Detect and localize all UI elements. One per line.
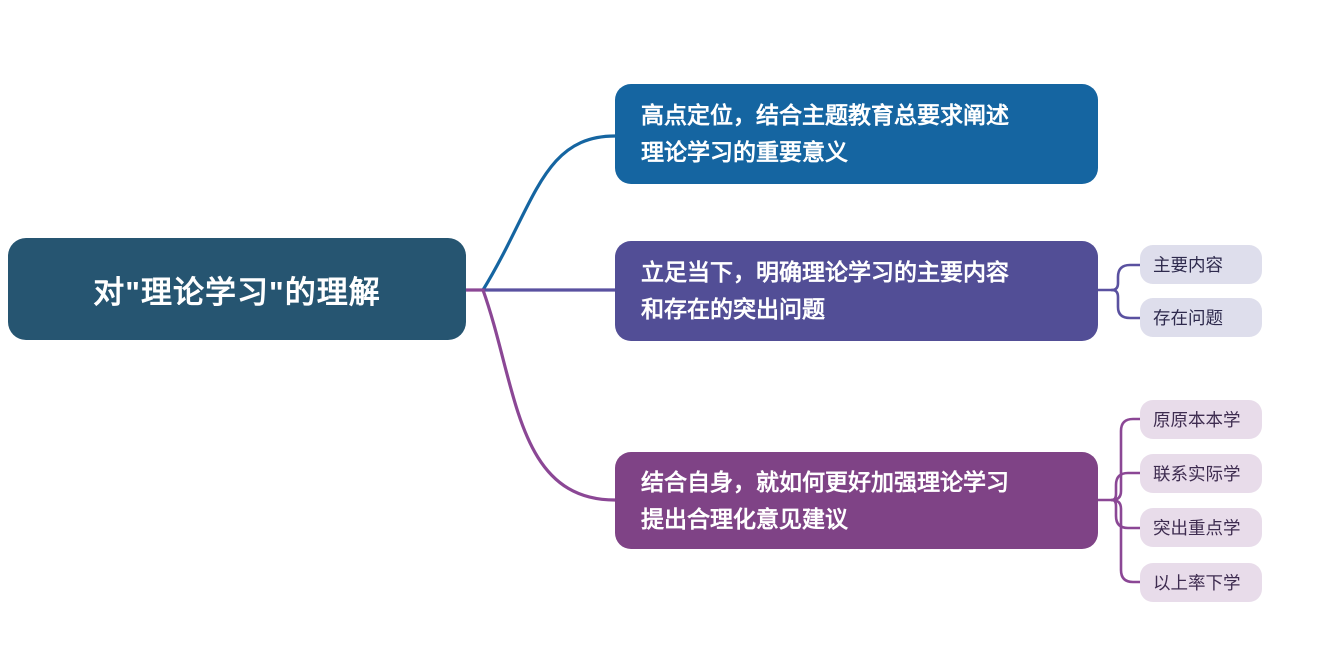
root-node[interactable]: 对"理论学习"的理解 — [8, 238, 466, 340]
leaf-node-link-practice[interactable]: 联系实际学 — [1140, 454, 1262, 493]
branch-node-label-line: 理论学习的重要意义 — [641, 139, 848, 165]
branch-node-label-line: 高点定位，结合主题教育总要求阐述 — [641, 102, 1009, 128]
leaf-node-label: 联系实际学 — [1153, 464, 1241, 484]
leaf-node-main-content[interactable]: 主要内容 — [1140, 245, 1262, 284]
leaf-node-label: 主要内容 — [1153, 255, 1223, 275]
connector-root-to-branch3 — [481, 288, 617, 502]
connector-branch2-to-leaf2 — [1110, 288, 1142, 320]
leaf-node-learn-original-text[interactable]: 原原本本学 — [1140, 400, 1262, 439]
connector-branch3-to-leaf2 — [1110, 471, 1142, 502]
connector-branch3-to-leaf4 — [1110, 498, 1142, 584]
leaf-node-label: 突出重点学 — [1153, 518, 1241, 538]
root-node-label: 对"理论学习"的理解 — [93, 274, 381, 310]
leaf-node-existing-problems[interactable]: 存在问题 — [1140, 298, 1262, 337]
branch-node-high-positioning[interactable]: 高点定位，结合主题教育总要求阐述 理论学习的重要意义 — [615, 84, 1098, 184]
leaf-node-lead-by-example[interactable]: 以上率下学 — [1140, 563, 1262, 602]
branch-node-label-line: 立足当下，明确理论学习的主要内容 — [641, 259, 1009, 285]
branch-node-current-situation[interactable]: 立足当下，明确理论学习的主要内容 和存在的突出问题 — [615, 241, 1098, 341]
leaf-node-label: 原原本本学 — [1153, 410, 1241, 430]
branch-node-suggestions[interactable]: 结合自身，就如何更好加强理论学习 提出合理化意见建议 — [615, 452, 1098, 549]
branch-node-label-line: 提出合理化意见建议 — [641, 505, 848, 532]
leaf-node-label: 存在问题 — [1153, 308, 1223, 328]
connector-branch3-to-leaf3 — [1110, 498, 1142, 530]
connector-branch3-to-leaf1 — [1110, 417, 1142, 502]
leaf-node-label: 以上率下学 — [1153, 573, 1241, 593]
connector-root-to-branch1 — [481, 134, 617, 292]
branch-node-label-line: 和存在的突出问题 — [641, 296, 825, 322]
leaf-node-highlight-key-points[interactable]: 突出重点学 — [1140, 508, 1262, 547]
branch-node-label-line: 结合自身，就如何更好加强理论学习 — [641, 468, 1009, 495]
connector-branch2-to-leaf1 — [1110, 263, 1142, 292]
